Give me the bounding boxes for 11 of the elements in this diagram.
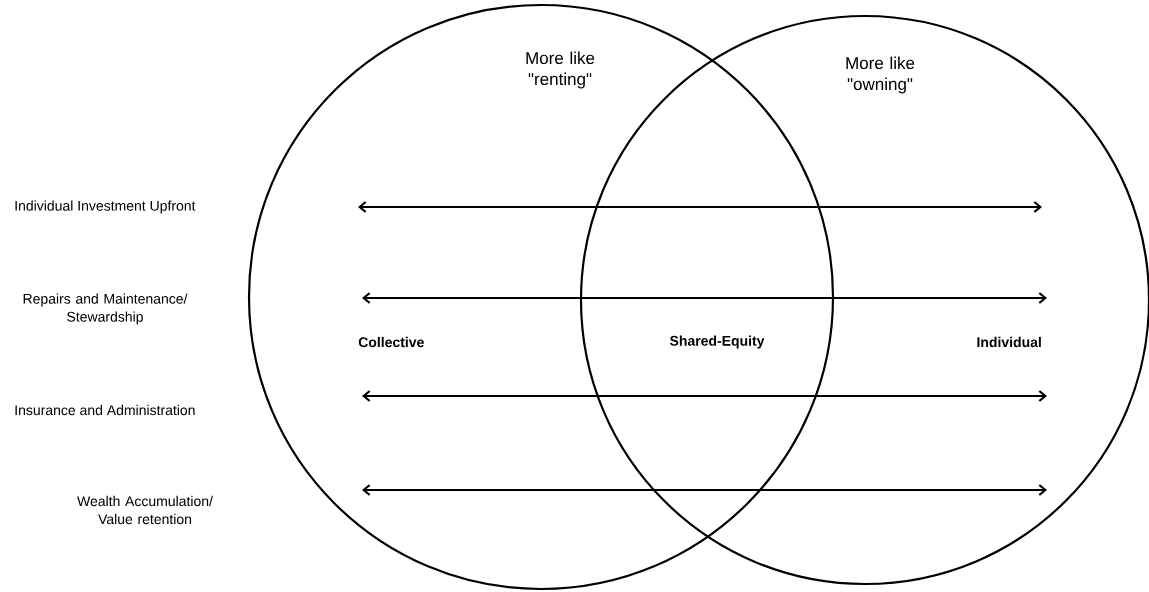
row-label: Individual Investment Upfront [15, 200, 196, 214]
category-label: Collective [358, 336, 424, 348]
arrow [358, 201, 1042, 213]
arrow [362, 292, 1047, 304]
category-label: Shared-Equity [669, 335, 765, 349]
arrow [362, 484, 1047, 496]
category-label: Individual [977, 336, 1041, 348]
row-label: Insurance and Administration [15, 404, 195, 416]
arrow [362, 390, 1047, 402]
row-label: Wealth Accumulation/ Value retention [77, 495, 213, 525]
row-label: Repairs and Maintenance/ Stewardship [23, 293, 188, 325]
